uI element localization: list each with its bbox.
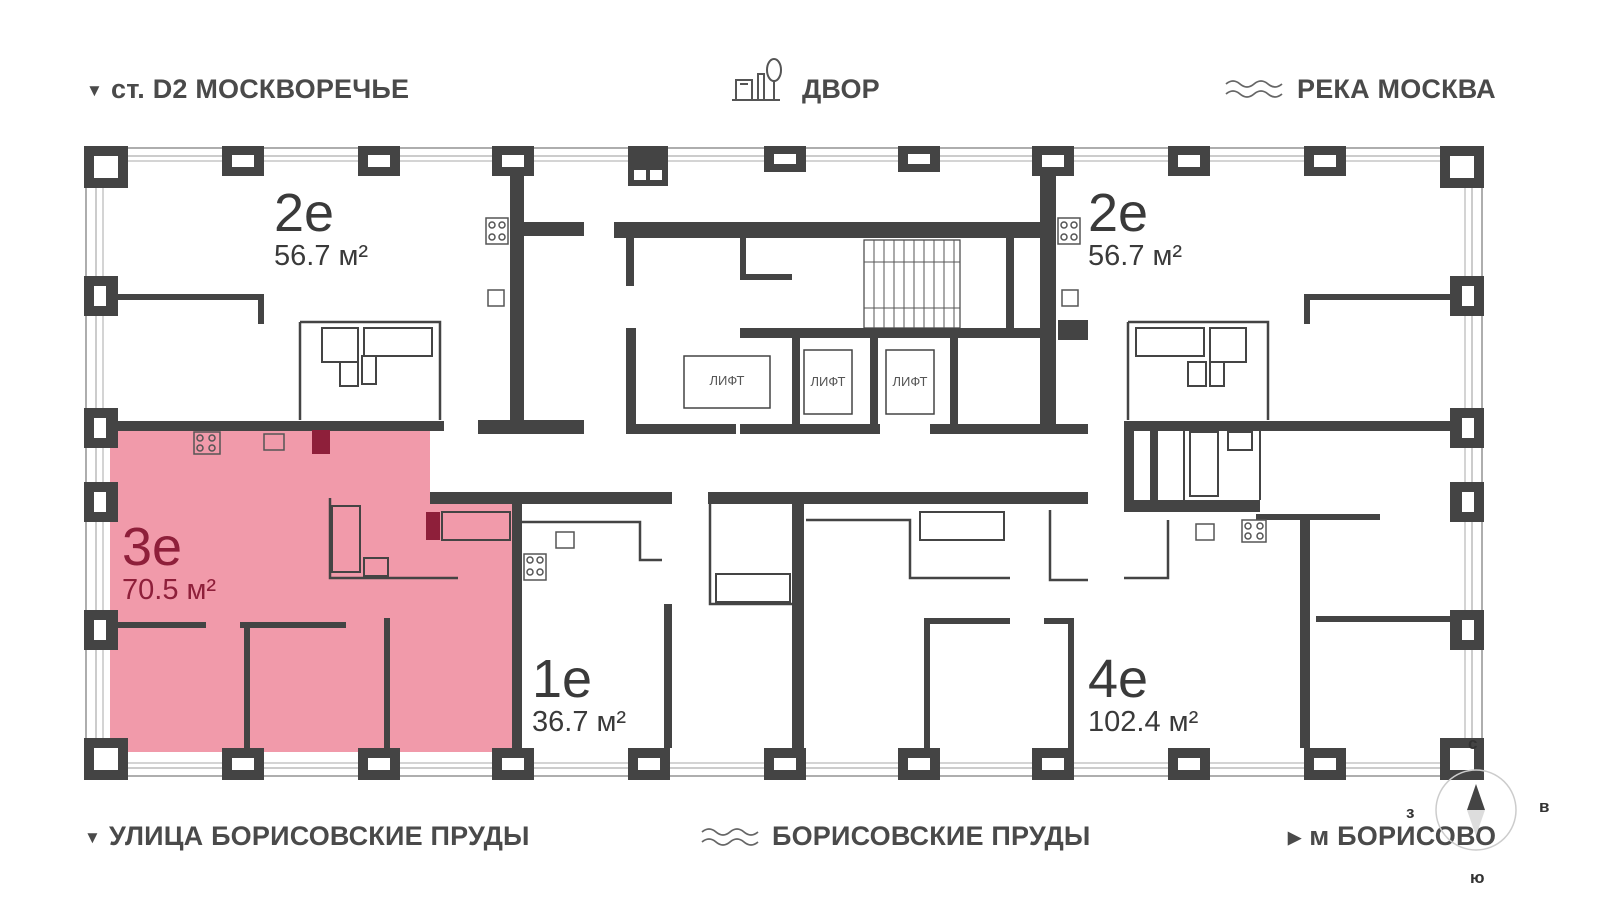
apartment-area: 70.5 м² bbox=[122, 574, 217, 606]
apartment-area: 56.7 м² bbox=[274, 240, 369, 272]
compass-south: ю bbox=[1470, 868, 1485, 887]
landmark-bottom-left: ▼УЛИЦА БОРИСОВСКИЕ ПРУДЫ bbox=[84, 821, 530, 851]
landmark-bottom-right: ▶м БОРИСОВО bbox=[1288, 821, 1497, 851]
apartment-3e[interactable]: 3е 70.5 м² bbox=[122, 520, 216, 605]
lift-label: ЛИФТ bbox=[810, 374, 846, 389]
compass-north: с bbox=[1468, 734, 1478, 753]
apartment-4e[interactable]: 4е 102.4 м² bbox=[1088, 652, 1198, 737]
apartment-type: 1е bbox=[532, 649, 593, 709]
apartment-area: 36.7 м² bbox=[532, 706, 627, 738]
apartment-2e-left[interactable]: 2е 56.7 м² bbox=[274, 186, 368, 271]
apartment-area: 56.7 м² bbox=[1088, 240, 1183, 272]
compass-west: з bbox=[1406, 803, 1415, 822]
waves-icon bbox=[701, 828, 759, 846]
triangle-icon: ▼ bbox=[86, 81, 104, 100]
landmark-top-center: ДВОР bbox=[802, 74, 880, 104]
compass-east: в bbox=[1539, 797, 1550, 816]
landmark-top-left: ▼ст. D2 МОСКВОРЕЧЬЕ bbox=[86, 74, 410, 104]
apartment-area: 102.4 м² bbox=[1088, 706, 1199, 738]
apartment-type: 2е bbox=[274, 183, 335, 243]
apartment-2e-right[interactable]: 2е 56.7 м² bbox=[1088, 186, 1182, 271]
lift-label: ЛИФТ bbox=[709, 373, 745, 388]
apartment-type: 3е bbox=[122, 517, 183, 577]
triangle-right-icon: ▶ bbox=[1288, 828, 1302, 847]
triangle-icon: ▼ bbox=[84, 828, 102, 847]
lift-label: ЛИФТ bbox=[892, 374, 928, 389]
waves-icon bbox=[1225, 80, 1283, 98]
apartment-type: 2е bbox=[1088, 183, 1149, 243]
courtyard-icon bbox=[732, 58, 782, 101]
landmark-top-right: РЕКА МОСКВА bbox=[1297, 74, 1496, 104]
apartment-1e[interactable]: 1е 36.7 м² bbox=[532, 652, 626, 737]
landmark-bottom-center: БОРИСОВСКИЕ ПРУДЫ bbox=[772, 821, 1091, 851]
apartment-3e-area[interactable] bbox=[110, 428, 515, 752]
compass-icon bbox=[1435, 769, 1517, 851]
apartment-type: 4е bbox=[1088, 649, 1149, 709]
